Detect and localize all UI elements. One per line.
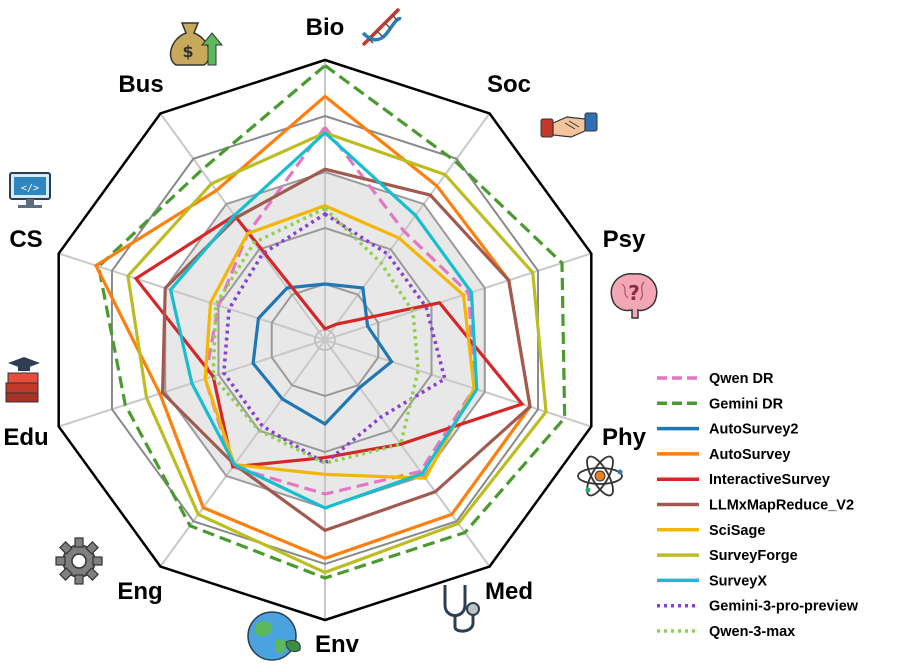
svg-text:$: $ xyxy=(182,42,193,61)
dna-icon xyxy=(361,7,402,47)
axis-label-phy: Phy xyxy=(602,424,647,451)
svg-text:?: ? xyxy=(628,281,640,305)
brain-icon: ? xyxy=(610,273,658,319)
legend-item: AutoSurvey xyxy=(657,447,790,463)
legend-label: SciSage xyxy=(709,523,765,539)
legend-label: SurveyForge xyxy=(709,548,798,564)
handshake-icon xyxy=(540,112,598,138)
axis-label-eng: Eng xyxy=(117,578,162,605)
legend-label: AutoSurvey xyxy=(709,447,790,463)
axis-label-bus: Bus xyxy=(118,71,163,98)
series-scisage xyxy=(203,203,476,480)
legend: Qwen DR Gemini DR AutoSurvey2AutoSurveyInt… xyxy=(657,371,859,640)
legend-label: AutoSurvey2 xyxy=(709,422,798,438)
axis-icons: ? xyxy=(5,7,658,661)
books-icon xyxy=(5,357,40,403)
legend-label: LLMxMapReduce_V2 xyxy=(709,498,854,514)
legend-item: Qwen-3-max xyxy=(657,624,795,640)
atom-icon xyxy=(577,455,623,497)
axis-label-cs: CS xyxy=(9,226,42,253)
radar-series xyxy=(93,63,567,580)
spoke-eng xyxy=(159,339,326,568)
series-qwen-dr xyxy=(203,124,476,496)
series-surveyforge xyxy=(126,131,548,575)
legend-item: LLMxMapReduce_V2 xyxy=(657,498,854,514)
grid-ring-1 xyxy=(270,282,380,398)
globe-icon xyxy=(247,611,301,661)
legend-label: Qwen DR xyxy=(709,371,774,387)
legend-item: SurveyForge xyxy=(657,548,798,564)
spoke-soc xyxy=(324,112,491,341)
series-autosurvey2 xyxy=(251,282,394,427)
money-bag-icon: $ xyxy=(169,22,224,66)
axis-label-med: Med xyxy=(485,578,533,605)
axis-label-psy: Psy xyxy=(603,226,646,253)
axis-labels: Bio Soc Psy Phy Med Env Eng Edu CS Bus xyxy=(3,14,646,658)
legend-label: InteractiveSurvey xyxy=(709,472,830,488)
legend-label: SurveyX xyxy=(709,573,767,589)
axis-label-soc: Soc xyxy=(487,71,531,98)
stethoscope-icon xyxy=(443,585,480,633)
series-qwen-3-max xyxy=(211,206,420,466)
axis-label-env: Env xyxy=(315,631,360,658)
monitor-icon: </> xyxy=(9,172,51,208)
legend-item: Gemini DR xyxy=(657,396,784,412)
series-interactivesurvey xyxy=(133,213,525,469)
legend-item: Qwen DR xyxy=(657,371,774,387)
axis-label-bio: Bio xyxy=(306,14,345,41)
grid-ring-4 xyxy=(110,114,540,566)
legend-label: Gemini DR xyxy=(709,396,784,412)
legend-item: SurveyX xyxy=(657,573,767,589)
spoke-med xyxy=(324,339,491,568)
grid-ring-5 xyxy=(57,58,593,622)
legend-item: AutoSurvey2 xyxy=(657,422,798,438)
legend-label: Gemini-3-pro-preview xyxy=(709,599,859,615)
series-llmxmapreduce-v2 xyxy=(160,167,532,533)
series-surveyx xyxy=(168,130,479,510)
legend-item: SciSage xyxy=(657,523,765,539)
svg-text:</>: </> xyxy=(21,183,39,194)
gear-icon xyxy=(55,537,103,585)
series-gemini-dr xyxy=(96,63,567,580)
axis-label-edu: Edu xyxy=(3,424,48,451)
legend-item: Gemini-3-pro-preview xyxy=(657,599,859,615)
spoke-psy xyxy=(324,252,592,341)
series-autosurvey xyxy=(93,94,532,561)
spoke-cs xyxy=(58,252,326,341)
grid-ring-2 xyxy=(217,226,433,454)
legend-item: InteractiveSurvey xyxy=(657,472,830,488)
legend-label: Qwen-3-max xyxy=(709,624,795,640)
